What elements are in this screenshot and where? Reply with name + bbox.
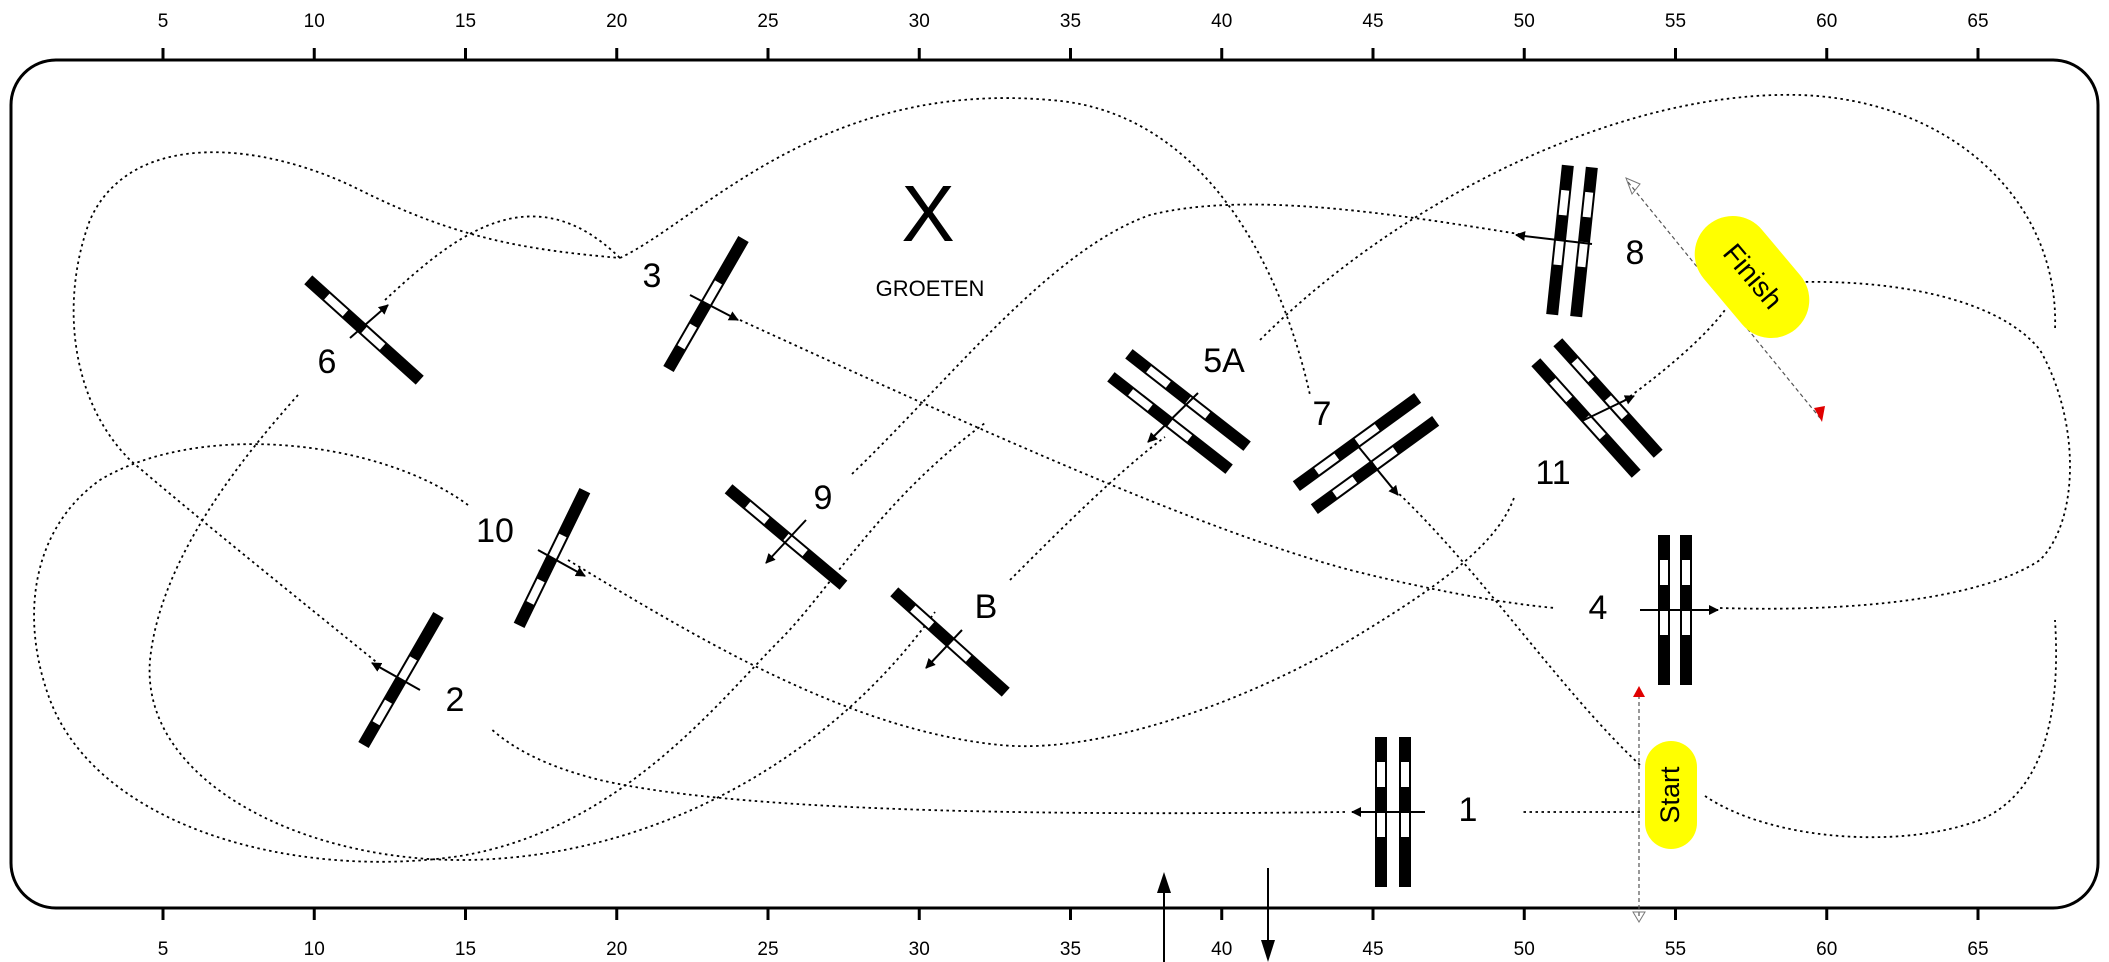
bottom-axis-tick-label: 15: [455, 939, 476, 960]
obstacle-label-8: 8: [1626, 234, 1645, 272]
top-axis-tick-label: 60: [1816, 11, 1837, 32]
bottom-axis-tick-label: 10: [304, 939, 325, 960]
obstacle-label-6: 6: [318, 343, 337, 381]
obstacle-label-3: 3: [643, 257, 662, 295]
bottom-axis-tick-label: 55: [1665, 939, 1686, 960]
obstacle-label-2: 2: [446, 681, 465, 719]
top-axis-tick-label: 50: [1514, 11, 1535, 32]
top-axis-tick-label: 40: [1211, 11, 1232, 32]
obstacle-label-9: 9: [814, 479, 833, 517]
obstacle-9: [724, 484, 848, 590]
top-axis-tick-label: 5: [158, 11, 169, 32]
top-axis-tick-label: 20: [606, 11, 627, 32]
start-marker-top: [1633, 686, 1645, 697]
top-axis-tick-label: 45: [1362, 11, 1383, 32]
finish-marker-top: [1625, 177, 1641, 195]
obstacle-8: [1515, 164, 1598, 318]
finish-marker: Finish: [1694, 216, 1810, 338]
obstacle-1: [1351, 737, 1425, 887]
x-mark-caption: GROETEN: [876, 276, 985, 301]
finish-marker-bottom: [1814, 406, 1825, 422]
top-axis-tick-label: 25: [757, 11, 778, 32]
top-axis: 5 10 15 20 25 30 35 40 45 50 55 60 65: [158, 11, 1989, 60]
obstacle-label-10: 10: [476, 512, 514, 550]
obstacle-4: [1640, 535, 1719, 685]
obstacle-7: [1292, 393, 1440, 514]
obstacle-3: [663, 236, 749, 372]
bottom-axis-tick-label: 50: [1514, 939, 1535, 960]
bottom-axis-tick-label: 65: [1967, 939, 1988, 960]
obstacle-11: [1531, 338, 1663, 478]
start-line-indicator: [1632, 686, 1646, 923]
obstacle-10: [513, 487, 591, 629]
obstacle-label-11: 11: [1535, 454, 1570, 492]
top-axis-tick-label: 30: [909, 11, 930, 32]
bottom-axis-tick-label: 35: [1060, 939, 1081, 960]
bottom-axis-tick-label: 25: [757, 939, 778, 960]
obstacle-label-7: 7: [1313, 395, 1332, 433]
obstacle-5a: [1107, 349, 1251, 474]
obstacle-label-b: B: [975, 588, 998, 626]
top-axis-tick-label: 15: [455, 11, 476, 32]
obstacle-label-5a: 5A: [1203, 342, 1245, 380]
obstacle-label-1: 1: [1459, 791, 1478, 829]
obstacle-2: [358, 612, 444, 748]
arena-border: [9, 58, 2100, 910]
obstacle-b: [890, 587, 1010, 697]
bottom-axis-tick-label: 40: [1211, 939, 1232, 960]
bottom-axis-tick-label: 30: [909, 939, 930, 960]
exit-arrow: [1261, 868, 1275, 962]
bottom-axis-tick-label: 60: [1816, 939, 1837, 960]
start-marker: Start: [1645, 741, 1697, 849]
route-paths: [33, 94, 2071, 863]
bottom-axis-tick-label: 45: [1362, 939, 1383, 960]
top-axis-tick-label: 10: [304, 11, 325, 32]
obstacle-6: [304, 275, 424, 385]
start-marker-bottom: [1632, 911, 1646, 923]
start-label: Start: [1655, 766, 1685, 824]
top-axis-tick-label: 55: [1665, 11, 1686, 32]
bottom-axis-tick-label: 5: [158, 939, 169, 960]
finish-line-indicator: [1625, 177, 1825, 422]
x-mark: X: [901, 169, 954, 258]
entry-arrow: [1157, 872, 1171, 962]
top-axis-tick-label: 35: [1060, 11, 1081, 32]
obstacle-label-4: 4: [1589, 589, 1608, 627]
top-axis-tick-label: 65: [1967, 11, 1988, 32]
bottom-axis-tick-label: 20: [606, 939, 627, 960]
bottom-axis: 5 10 15 20 25 30 35 40 45 50 55 60 65: [158, 908, 1989, 960]
